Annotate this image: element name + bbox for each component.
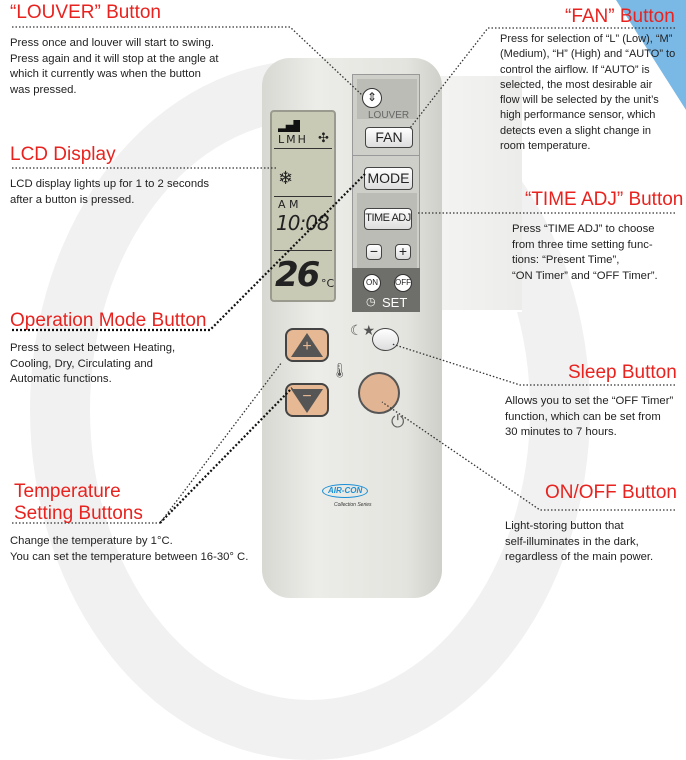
brand-logo: AIR-CON — [322, 484, 369, 498]
set-label: SET — [382, 295, 408, 310]
brand-sub: Collection Series — [334, 502, 372, 508]
power-icon: ⏻ — [391, 412, 405, 431]
louver-desc: Press once and louver will start to swin… — [10, 36, 219, 98]
on-off-desc: Light-storing button that self-illuminat… — [505, 519, 653, 566]
fan-button[interactable]: FAN — [365, 127, 413, 148]
desc-line: tions: “Present Time”, — [512, 254, 620, 266]
mode-desc: Press to select between Heating, Cooling… — [10, 341, 175, 388]
lcd-title: LCD Display — [10, 144, 116, 165]
sleep-desc: Allows you to set the “OFF Timer” functi… — [505, 394, 673, 441]
clock-icon: ◷ — [366, 296, 376, 308]
louver-title: “LOUVER” Button — [10, 2, 161, 23]
fan-area-divider — [353, 155, 419, 156]
desc-line: high performance sensor, which — [500, 109, 656, 122]
sleep-title: Sleep Button — [568, 362, 677, 383]
lcd-desc: LCD display lights up for 1 to 2 seconds… — [10, 177, 209, 208]
desc-line: LCD display lights up for 1 to 2 seconds — [10, 178, 210, 190]
lcd-display: LMH ✣ ❄ A M 10:08 26 °C — [270, 110, 336, 302]
desc-line: Press again and it will stop at the angl… — [10, 52, 219, 65]
temperature-display: 26 — [275, 255, 320, 295]
desc-line: room temperature. — [500, 140, 591, 153]
sleep-button[interactable] — [372, 328, 399, 351]
fan-icon: ✣ — [318, 131, 329, 146]
desc-line: 30 minutes to 7 hours. — [505, 426, 617, 438]
plus-icon: + — [291, 333, 323, 357]
desc-line: Press to select between Heating, — [10, 342, 176, 354]
on-off-title: ON/OFF Button — [545, 482, 677, 503]
desc-line: control the airflow. If “AUTO” is — [500, 63, 650, 76]
desc-line: selected, the most desirable air — [500, 78, 653, 91]
louver-button[interactable]: ⇕ — [362, 88, 382, 108]
fan-level-bars-icon — [278, 120, 300, 132]
mode-title: Operation Mode Button — [10, 310, 207, 331]
desc-line: Light-storing button that — [505, 520, 624, 532]
sleep-icon: ☾★ — [350, 322, 376, 338]
on-timer-button[interactable]: ON — [363, 274, 381, 292]
temperature-title: Temperature Setting Buttons — [14, 481, 143, 525]
desc-line: Automatic functions. — [10, 373, 112, 385]
temperature-unit: °C — [321, 277, 335, 290]
time-adj-title: “TIME ADJ” Button — [525, 189, 684, 210]
louver-label: LOUVER — [368, 110, 410, 121]
desc-line: Press for selection of “L” (Low), “M” — [500, 33, 673, 45]
desc-line: Cooling, Dry, Circulating and — [10, 357, 153, 370]
time-adj-button[interactable]: TIME ADJ — [364, 208, 412, 230]
fan-levels: LMH — [278, 133, 308, 146]
desc-line: which it currently was when the button — [10, 68, 201, 80]
time-adj-desc: Press “TIME ADJ” to choose from three ti… — [512, 222, 658, 284]
minus-icon: − — [291, 389, 323, 413]
desc-line: Press once and louver will start to swin… — [10, 37, 215, 49]
time-period: A M — [278, 198, 299, 211]
mode-button[interactable]: MODE — [364, 167, 413, 190]
desc-line: regardless of the main power. — [505, 551, 654, 563]
temperature-desc: Change the temperature by 1°C. You can s… — [10, 534, 248, 565]
plus-button[interactable]: + — [395, 244, 411, 260]
time-display: 10:08 — [276, 211, 330, 235]
desc-line: detects even a slight change in — [500, 124, 652, 137]
snowflake-icon: ❄ — [278, 168, 294, 189]
desc-line: self-illuminates in the dark, — [505, 535, 639, 548]
desc-line: “ON Timer” and “OFF Timer”. — [512, 269, 658, 282]
desc-line: was pressed. — [10, 83, 77, 96]
desc-line: after a button is pressed. — [10, 193, 135, 206]
desc-line: function, which can be set from — [505, 410, 661, 423]
temperature-up-button[interactable]: + — [285, 328, 329, 362]
on-off-button[interactable] — [358, 372, 400, 414]
desc-line: You can set the temperature between 16-3… — [10, 550, 249, 563]
desc-line: Change the temperature by 1°C. — [10, 535, 173, 547]
title-line: Temperature — [14, 481, 121, 502]
temperature-down-button[interactable]: − — [285, 383, 329, 417]
off-timer-button[interactable]: OFF — [394, 274, 412, 292]
title-line: Setting Buttons — [14, 502, 143, 524]
desc-line: from three time setting func- — [512, 238, 653, 251]
desc-line: (Medium), “H” (High) and “AUTO” to — [500, 48, 676, 61]
desc-line: Press “TIME ADJ” to choose — [512, 223, 655, 235]
desc-line: Allows you to set the “OFF Timer” — [505, 395, 674, 407]
thermometer-icon: 🌡 — [331, 362, 349, 378]
minus-button[interactable]: − — [366, 244, 382, 260]
fan-title: “FAN” Button — [565, 6, 675, 27]
desc-line: flow will be selected by the unit’s — [500, 94, 659, 107]
fan-desc: Press for selection of “L” (Low), “M” (M… — [500, 32, 675, 154]
